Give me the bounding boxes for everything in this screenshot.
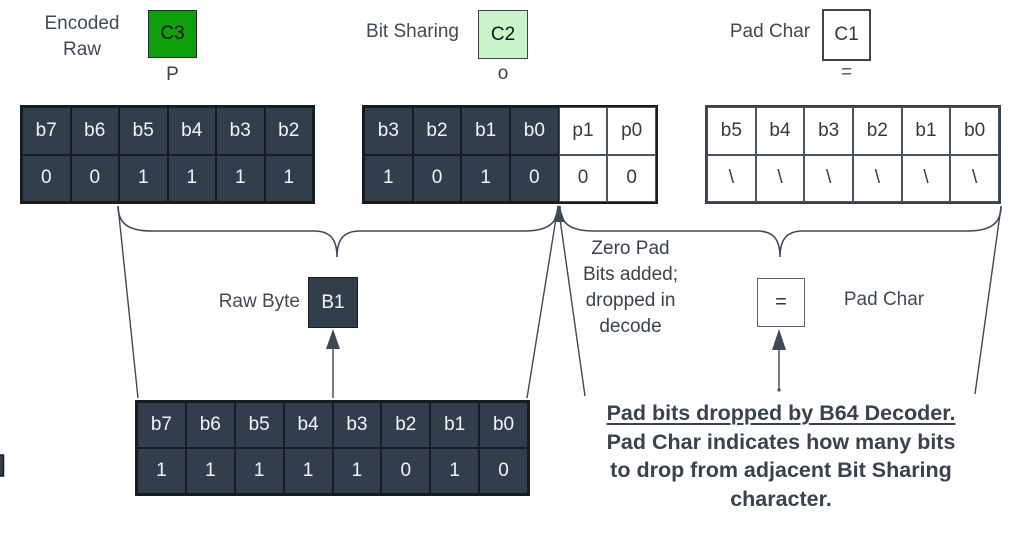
bit-cell: b7 [137,402,186,448]
c3-glyph: P [166,64,179,85]
text-line: Pad Char indicates how many bits [606,429,956,454]
pad-char-mid-label: Pad Char [843,289,925,310]
bit-cell: b3 [804,107,853,155]
bit-cell: 1 [119,154,168,202]
text-line: Bits added; [582,264,679,285]
bit-cell: \ [707,154,756,202]
bit-cell: b0 [479,402,528,448]
bit-cell: p1 [558,107,608,155]
bit-cell: 1 [430,448,480,494]
bit-cell: b1 [901,107,951,155]
bit-cell: b4 [755,107,805,155]
c2-box: C2 [478,10,528,59]
bit-cell: b4 [283,402,333,448]
bit-cell: 1 [216,154,265,202]
bit-cell: b0 [950,107,999,155]
c1-glyph: = [840,62,853,83]
raw-byte-brace [117,205,559,258]
bit-cell: 1 [461,154,510,202]
b1-arrowhead-icon [326,329,340,349]
bit-cell: \ [950,154,999,202]
bit-cell: b7 [22,107,71,155]
funnel-right-line [526,205,559,399]
encoded-raw-label-line1: Encoded [44,13,120,34]
bit-cell: 0 [558,154,608,202]
left-edge-clipped-cell [0,454,5,477]
bit-cell: b3 [332,402,382,448]
bit-cell: 0 [381,448,431,494]
pad-char-brace [559,205,1002,258]
c2-glyph: o [497,63,509,84]
bit-cell: b6 [185,402,235,448]
bit-cell: b2 [853,107,902,155]
bit-cell: b5 [707,107,756,155]
bit-sharing-label: Bit Sharing [366,21,459,42]
raw-byte-label: Raw Byte [218,291,300,312]
bit-cell: 0 [510,154,559,202]
b1-box: B1 [308,277,358,328]
bit-cell: 0 [22,154,71,202]
bit-cell: b3 [364,107,413,155]
c1-box: C1 [822,9,871,61]
encoded-raw-label-line2: Raw [62,39,101,60]
bit-cell: 1 [137,448,186,494]
bit-cell: b2 [381,402,431,448]
bit-cell: \ [755,154,805,202]
note-pointer-right-line [974,206,1002,395]
text-line: character. [730,486,832,511]
pad-arrow-dot [777,388,781,392]
text-line: to drop from adjacent Bit Sharing [610,458,952,482]
bit-cell: b1 [430,402,480,448]
text-line: Zero Pad [591,238,670,259]
encoded-raw-label: Encoded Raw [28,11,136,63]
bit-cell: b0 [510,107,559,155]
bit-cell: b4 [167,107,216,155]
funnel-left-line [117,205,139,399]
bit-cell: 1 [283,448,333,494]
decoder-note-body: Pad Char indicates how many bits to drop … [544,428,1018,514]
bit-cell: 0 [607,154,656,202]
bit-cell: b3 [216,107,265,155]
bit-cell: b1 [461,107,510,155]
bit-cell: b6 [70,107,119,155]
pad-equals-box: = [757,278,805,327]
c3-box: C3 [148,10,197,58]
text-line: dropped in [585,290,676,311]
bit-cell: 1 [364,154,413,202]
text-line: decode [599,316,662,337]
note-pointer-left-line [559,218,586,397]
pad-arrowhead-icon [772,329,786,350]
bit-cell: p0 [607,107,656,155]
bit-cell: b5 [234,402,284,448]
bit-cell: \ [853,154,902,202]
bit-cell: 0 [412,154,462,202]
bit-cell: b5 [119,107,168,155]
bit-cell: b2 [264,107,313,155]
bit-cell: 1 [167,154,216,202]
bit-cell: 1 [185,448,235,494]
bit-cell: \ [804,154,853,202]
bit-cell: 1 [264,154,313,202]
zero-pad-arrowhead-icon [553,205,565,222]
bit-cell: \ [901,154,951,202]
bit-cell: 0 [70,154,119,202]
bit-cell: 0 [479,448,528,494]
decoder-note: Pad bits dropped by B64 Decoder. Pad Cha… [544,399,1018,513]
decoder-note-title: Pad bits dropped by B64 Decoder. [606,401,956,425]
bit-cell: 1 [234,448,284,494]
bit-cell: 1 [332,448,382,494]
pad-char-top-label: Pad Char [729,21,811,42]
bit-cell: b2 [412,107,462,155]
